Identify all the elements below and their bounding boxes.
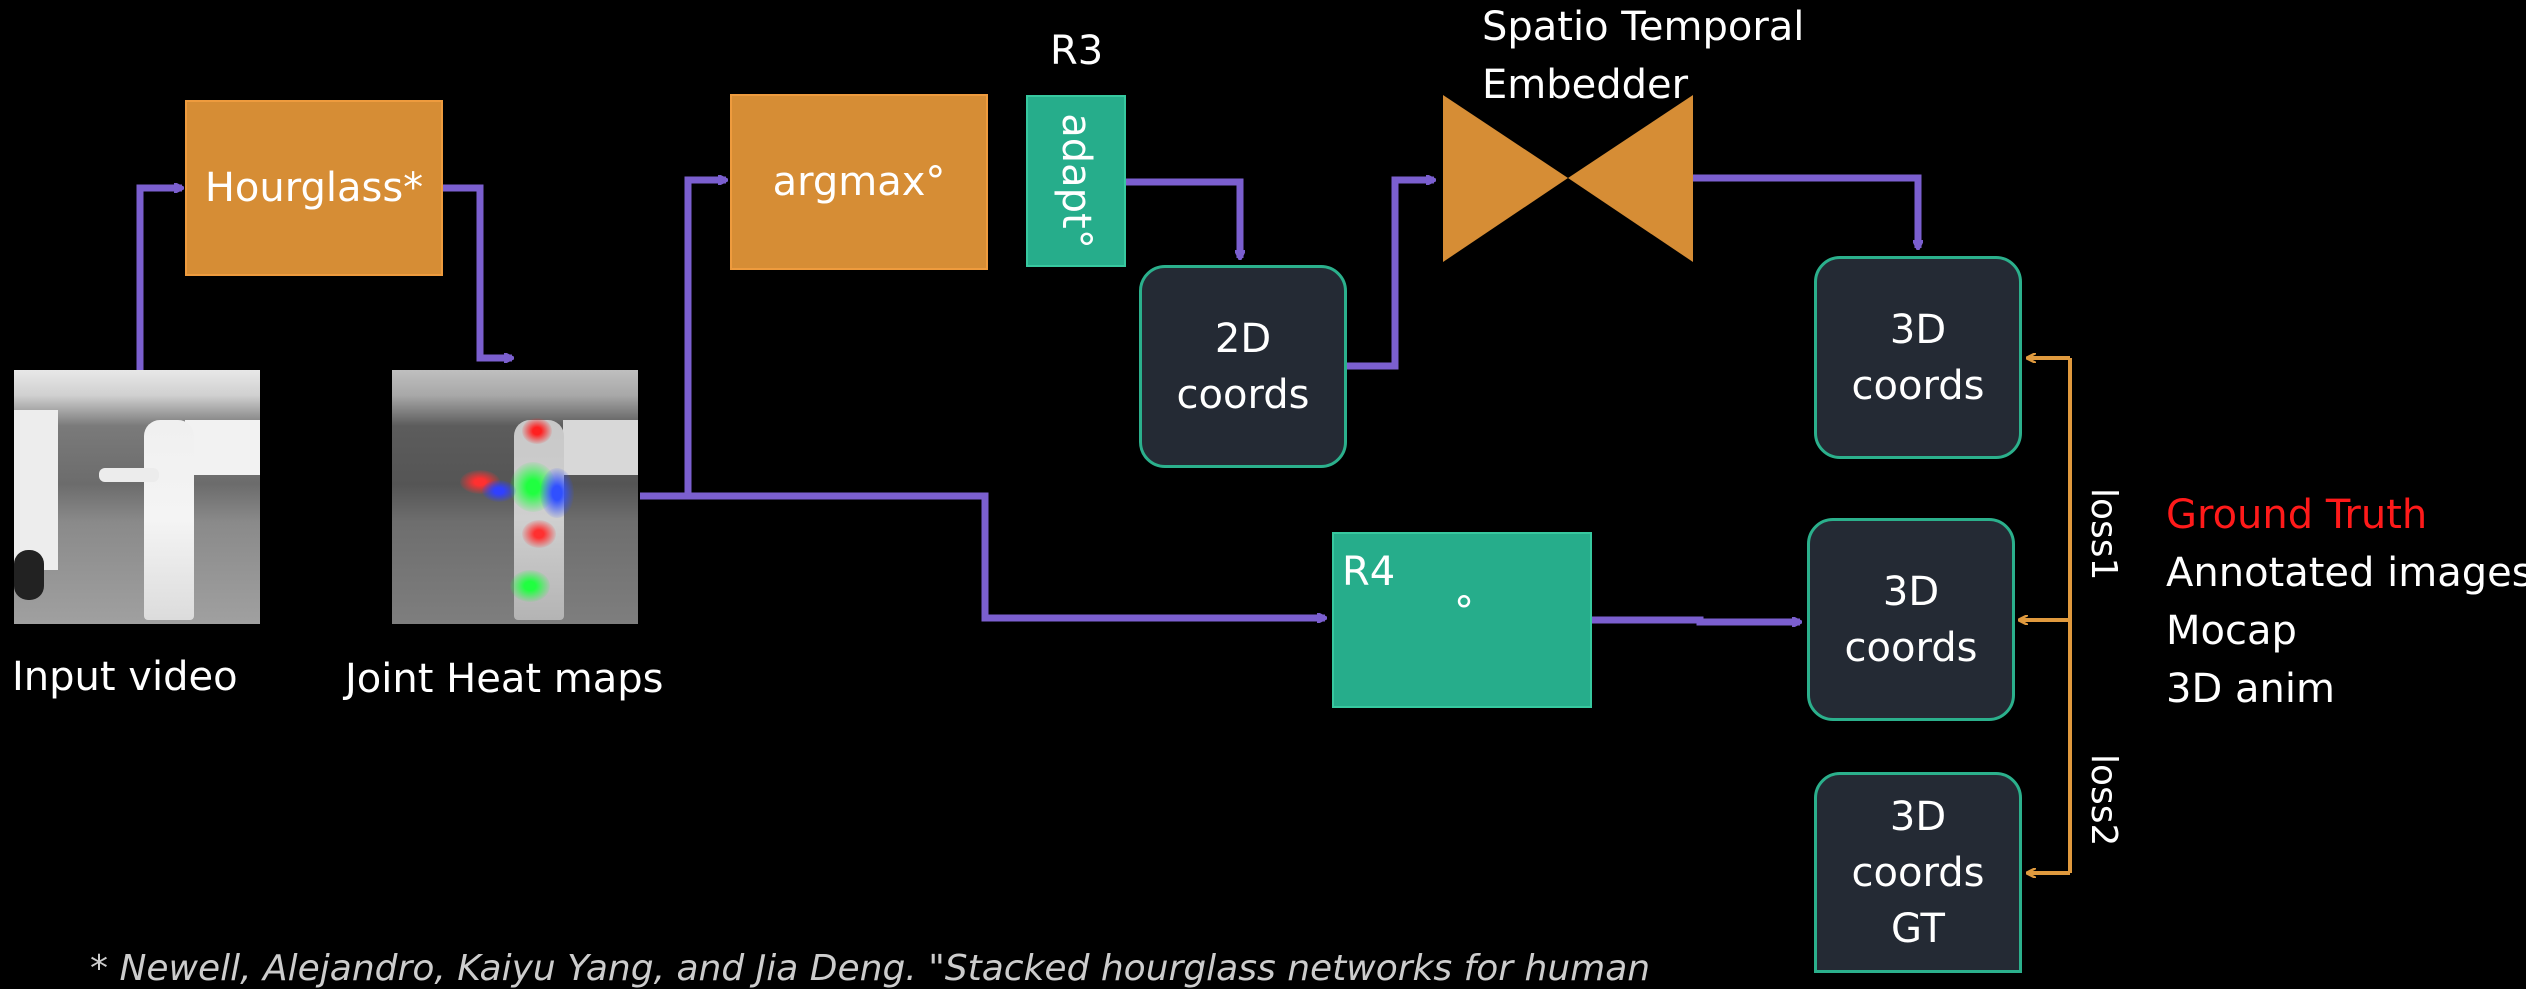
coords-3d-r4-block: 3D coords (1807, 518, 2015, 721)
argmax-block: argmax° (730, 94, 988, 270)
heatmaps-caption: Joint Heat maps (345, 656, 663, 702)
r4-label: R4 (1342, 544, 1395, 600)
arrow-adapt-to-2dcoords (1125, 182, 1240, 258)
arrow-2dcoords-to-embedder (1346, 180, 1434, 366)
heat-blob-blue (540, 468, 574, 518)
arrow-heatmaps-to-r4 (688, 496, 1325, 618)
coords-2d-line1: 2D (1215, 311, 1271, 367)
coords-3d-line1: 3D (1890, 302, 1946, 358)
truck-wheel (14, 550, 44, 600)
coords-3d-line1: 3D (1890, 789, 1946, 845)
coords-gt-line3: GT (1891, 901, 1945, 957)
ground-truth-item-3danim: 3D anim (2166, 666, 2335, 712)
adapt-block: adapt° (1026, 95, 1126, 267)
person-arm (99, 468, 159, 482)
arrow-hourglass-to-heatmaps (440, 188, 512, 358)
heat-blob-red-hip (522, 520, 556, 548)
ground-truth-item-mocap: Mocap (2166, 608, 2297, 654)
coords-3d-line1: 3D (1883, 564, 1939, 620)
input-video-caption: Input video (12, 654, 238, 700)
heat-blob-blue-hand (482, 480, 516, 502)
arrow-r4-to-3dcoords (1592, 620, 1800, 622)
coords-3d-line2: coords (1845, 620, 1978, 676)
coords-2d-line2: coords (1177, 367, 1310, 423)
arrow-video-to-hourglass (140, 188, 182, 370)
coords-3d-gt-block: 3D coords GT (1814, 772, 2022, 973)
embedder-label-line2: Embedder (1482, 62, 1688, 108)
coords-3d-line2: coords (1852, 845, 1985, 901)
adapt-label: adapt° (1048, 113, 1104, 249)
building-shape (185, 420, 260, 475)
building-shape (563, 420, 638, 475)
argmax-label: argmax° (773, 154, 946, 210)
truck-shape (14, 410, 58, 570)
ground-truth-title: Ground Truth (2166, 492, 2427, 538)
r4-block: R4 ° (1332, 532, 1592, 708)
r3-label: R3 (1050, 28, 1103, 74)
heat-blob-green-knee (510, 570, 550, 602)
footnote: * Newell, Alejandro, Kaiyu Yang, and Jia… (90, 948, 1650, 989)
input-video-frame (14, 370, 260, 624)
coords-3d-embedder-block: 3D coords (1814, 256, 2022, 459)
ground-truth-item-annotated: Annotated images (2166, 550, 2526, 596)
loss1-label: loss1 (2083, 488, 2124, 580)
heat-blob-red (522, 418, 552, 444)
coords-3d-line2: coords (1852, 358, 1985, 414)
embedder-shape (1443, 95, 1693, 262)
coords-2d-block: 2D coords (1139, 265, 1347, 468)
embedder-label-line1: Spatio Temporal (1482, 4, 1804, 50)
person-figure (144, 420, 194, 620)
heatmap-frame (392, 370, 638, 624)
arrow-heatmaps-to-argmax (640, 180, 726, 496)
hourglass-block: Hourglass* (185, 100, 443, 276)
hourglass-label: Hourglass* (205, 160, 423, 216)
r4-symbol: ° (1454, 584, 1474, 640)
loss2-label: loss2 (2083, 754, 2124, 846)
